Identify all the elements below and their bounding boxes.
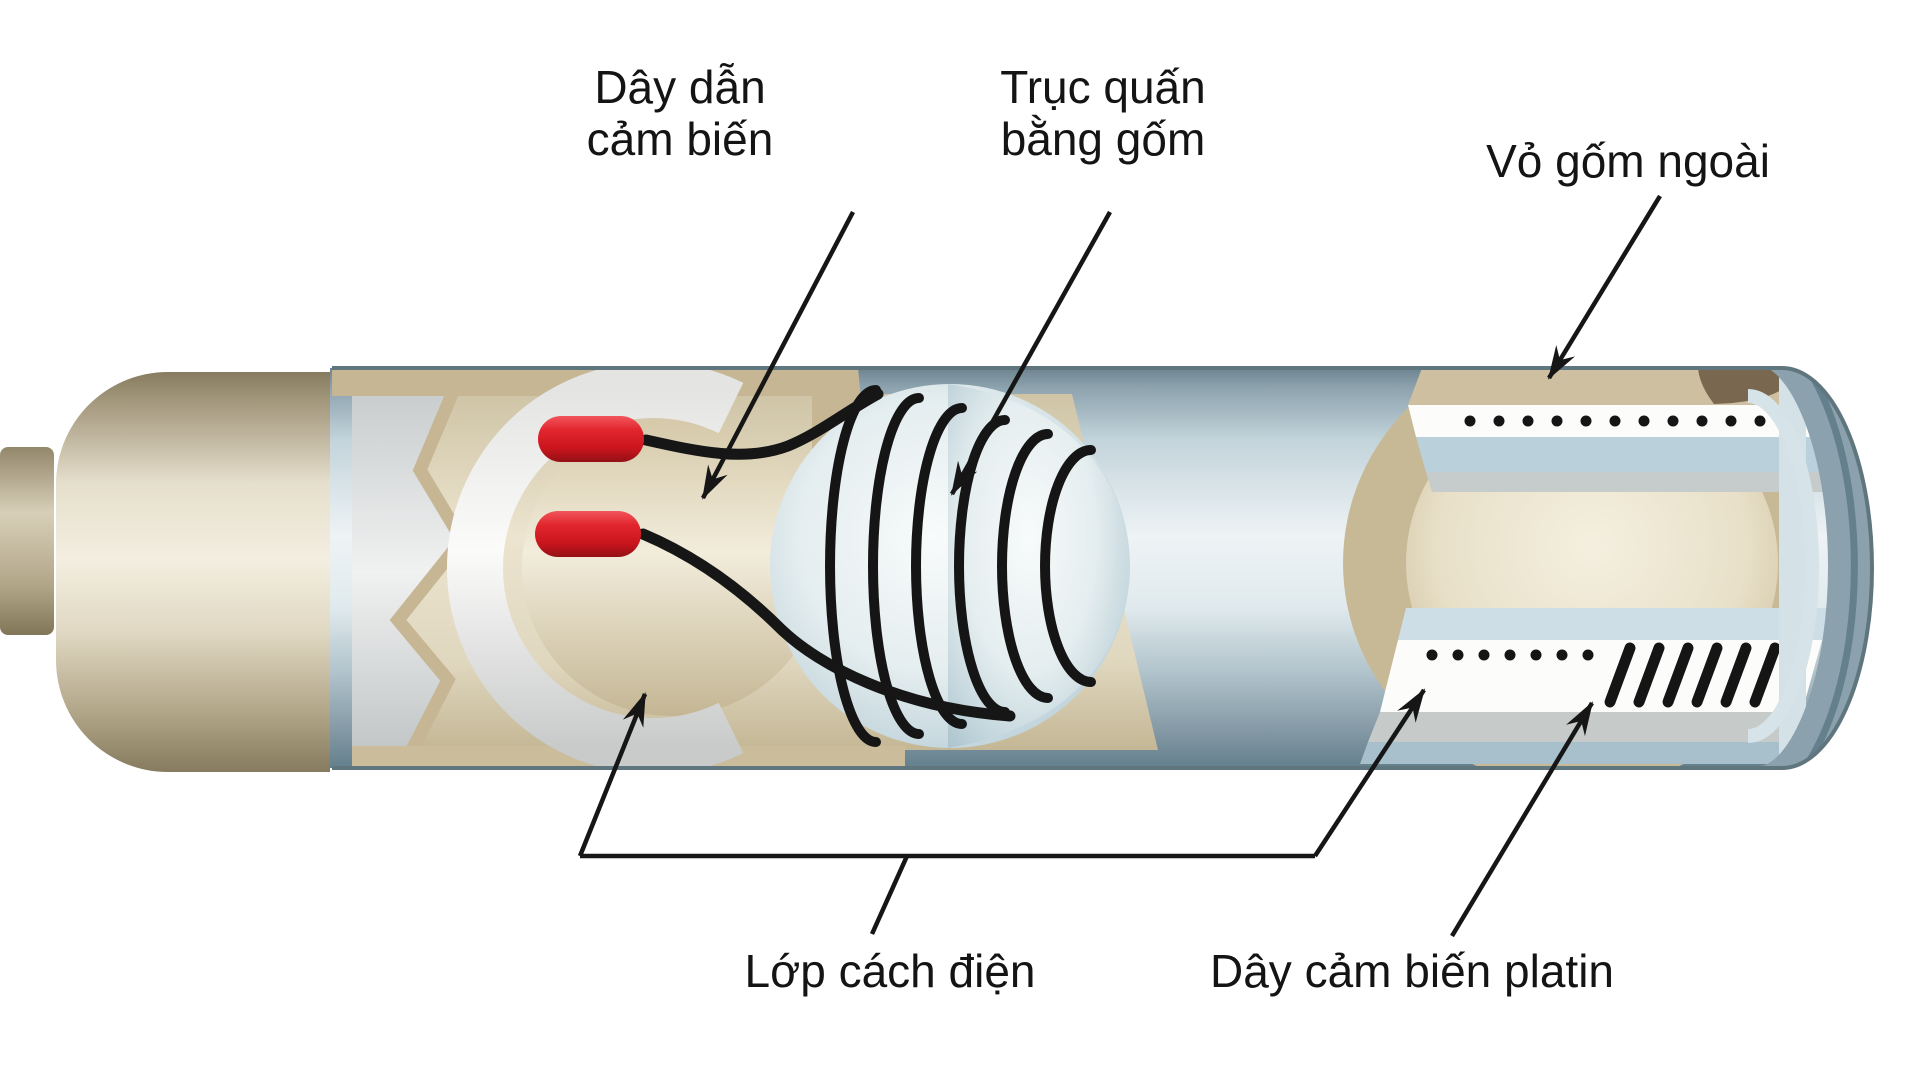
- left-stub-cylinder: [0, 447, 54, 635]
- ceramic-winding-core: [770, 384, 1130, 748]
- label-platinum-sensor-wire: Dây cảm biến platin: [1210, 945, 1614, 997]
- tube-outline: [332, 366, 1874, 770]
- sheath-inside-face: [352, 394, 462, 750]
- leader-sensor-lead-wire: [701, 210, 855, 500]
- terminal-red-top: [538, 416, 644, 462]
- leader-insulation-layer: [577, 688, 1426, 935]
- platinum-winding-hatches: [1604, 642, 1781, 708]
- right-cutaway-section: [1343, 368, 1872, 768]
- lead-wires: [637, 388, 1016, 722]
- label-sensor-lead-wire: Dây dẫn cảm biến: [586, 61, 774, 165]
- platinum-wire-dots-bottom: [1426, 649, 1594, 661]
- label-insulation-layer: Lớp cách điện: [744, 945, 1036, 997]
- leader-lines: [577, 194, 1662, 938]
- terminal-red-bottom: [535, 511, 641, 557]
- label-ceramic-winding-core: Trục quấn bằng gốm: [1000, 61, 1206, 165]
- insulation-collar: [447, 368, 744, 768]
- collar-inner-face: [522, 420, 822, 716]
- middle-cutaway-section: [332, 368, 1158, 768]
- label-outer-ceramic-shell: Vỏ gốm ngoài: [1486, 135, 1770, 187]
- leader-outer-ceramic-shell: [1547, 194, 1662, 380]
- lead-wire-top: [640, 388, 884, 460]
- leader-ceramic-winding-core: [950, 210, 1112, 496]
- torn-edge-zigzag: [389, 391, 470, 753]
- left-metal-cap: [56, 372, 330, 772]
- leader-platinum-sensor-wire: [1450, 701, 1594, 938]
- lead-wire-bottom: [637, 528, 1016, 722]
